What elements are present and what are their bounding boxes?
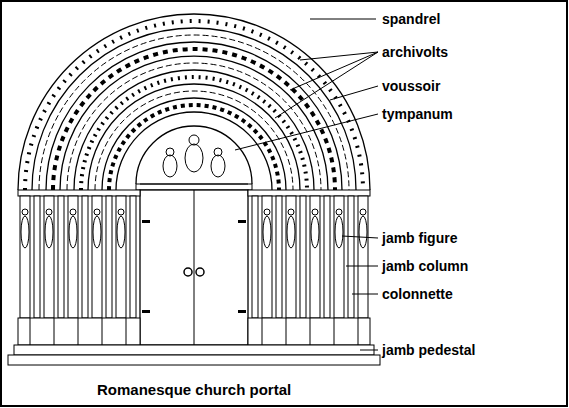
part-label: voussoir [382, 78, 440, 94]
part-label: tympanum [382, 106, 453, 122]
part-label: jamb figure [382, 230, 457, 246]
part-label: archivolts [382, 44, 448, 60]
part-label: jamb column [382, 258, 468, 274]
part-label: colonnette [382, 286, 453, 302]
part-label: spandrel [382, 11, 440, 27]
part-label: jamb pedestal [382, 342, 475, 358]
figure-caption: Romanesque church portal [97, 381, 291, 399]
